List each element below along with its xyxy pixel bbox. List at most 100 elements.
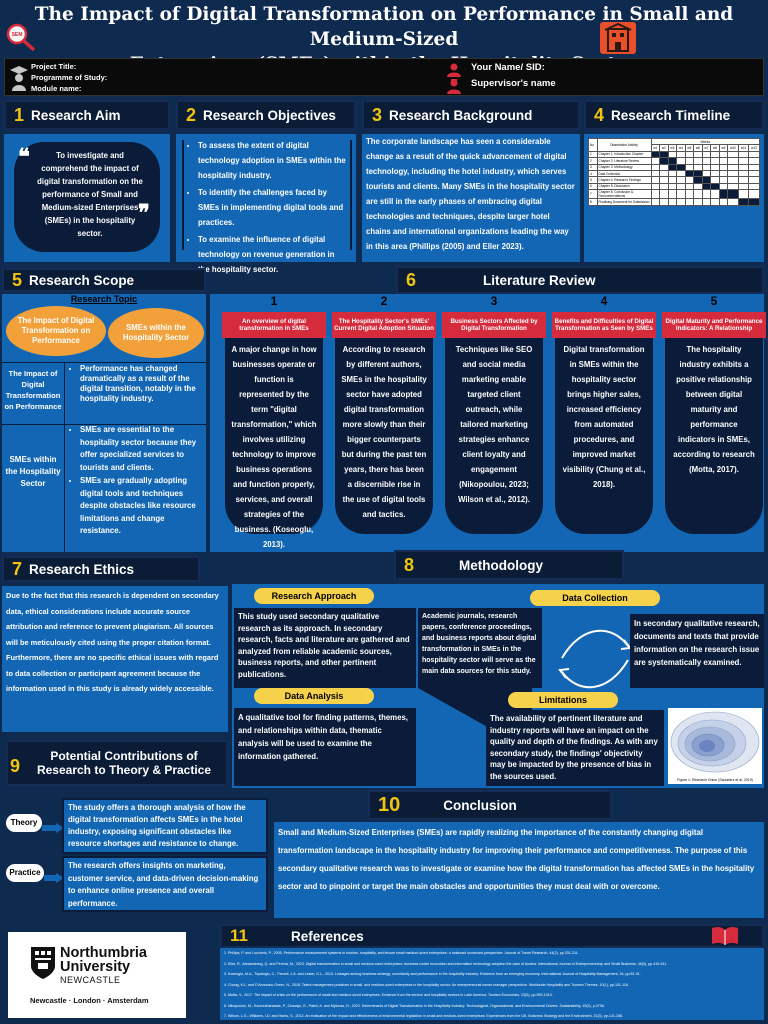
module-label: Module name:: [31, 84, 82, 93]
objectives-list: To assess the extent of digital technolo…: [186, 138, 348, 277]
graduate-icon: [9, 62, 29, 96]
literature-col-text: The hospitality industry exhibits a posi…: [665, 338, 763, 534]
timeline-header: 4 Research Timeline: [584, 100, 764, 130]
literature-col-text: Digital transformation in SMEs within th…: [555, 338, 653, 534]
limitations-label: Limitations: [508, 692, 618, 708]
ethics-text: Due to the fact that this research is de…: [6, 591, 219, 693]
ethics-title: Research Ethics: [29, 561, 135, 577]
reference-item: 4. Chung, K.L. and D'Annunzio-Green, N.,…: [224, 982, 629, 987]
ethics-number: 7: [12, 558, 23, 579]
student-name-label: Your Name/ SID:: [471, 62, 545, 73]
aim-panel: ❝ ❞ To investigate and comprehend the im…: [4, 134, 170, 262]
literature-col-number: 5: [710, 294, 718, 308]
reference-item: 1. Phillips, P. and Louvieris, P., 2005.…: [224, 951, 579, 955]
reference-item: 7. Wilson, L.G., Williams, I.D. and Harr…: [224, 1014, 624, 1018]
background-title: Research Background: [389, 107, 533, 123]
timeline-empty-cell: [737, 182, 750, 191]
data-collection-label: Data Collection: [530, 590, 660, 606]
ethics-header: 7 Research Ethics: [2, 556, 200, 582]
objective-item: To assess the extent of digital technolo…: [198, 138, 348, 183]
scope-oval-smes: SMEs within the Hospitality Sector: [108, 308, 204, 358]
aim-text: To investigate and comprehend the impact…: [37, 151, 143, 238]
objective-item: To identify the challenges faced by SMEs…: [198, 185, 348, 230]
project-title-label: Project Title:: [31, 62, 77, 71]
timeline-row-activity: Chapter 5: Discussion: [596, 182, 652, 191]
data-analysis-text: A qualitative tool for finding patterns,…: [234, 708, 416, 786]
practice-label: Practice: [6, 864, 44, 882]
timeline-row-no: 8: [588, 198, 598, 206]
timeline-empty-cell: [676, 189, 686, 200]
timeline-head-activity: Dissertation Activity: [596, 138, 652, 152]
student-icon: [445, 62, 463, 81]
reference-item: 3. Koseoglu, M.A., Topaloglu, C., Parnel…: [224, 972, 641, 976]
supervisor-icon: [445, 78, 463, 98]
aim-header: 1 Research Aim: [4, 100, 170, 130]
conclusion-text: Small and Medium-Sized Enterprises (SMEs…: [278, 828, 755, 891]
practice-arrow-icon: [44, 868, 64, 887]
reference-item: 5. Motta, V., 2017. The impact of crisis…: [224, 993, 553, 997]
scope-table: [2, 362, 206, 552]
objective-item: To examine the influence of digital tech…: [198, 232, 348, 277]
references-list: 1. Phillips, P. and Louvieris, P., 2005.…: [224, 948, 760, 1022]
timeline-bar-cell: [737, 198, 750, 206]
references-title: References: [290, 928, 364, 944]
data-sources-text: Academic journals, research papers, conf…: [418, 608, 542, 688]
timeline-empty-cell: [684, 198, 695, 206]
theory-label: Theory: [6, 814, 42, 832]
digital-search-icon: SEM: [4, 22, 38, 52]
university-name-line3: NEWCASTLE: [60, 975, 121, 985]
scope-row2-item: SMEs are essential to the hospitality se…: [80, 424, 204, 474]
scope-topic: Research Topic: [70, 294, 138, 304]
university-crest-icon: [30, 946, 56, 984]
literature-number: 6: [406, 269, 417, 290]
literature-col-heading: An overview of digital transformation in…: [222, 312, 326, 338]
timeline-empty-cell: [701, 189, 712, 200]
literature-col-heading: Digital Maturity and Performance Indicat…: [662, 312, 766, 338]
data-analysis-label: Data Analysis: [254, 688, 374, 704]
scope-panel: Research Topic The Impact of Digital Tra…: [2, 294, 206, 552]
scope-row2-item: SMEs are gradually adopting digital tool…: [80, 475, 204, 538]
references-number: 11: [230, 926, 248, 945]
aim-bubble: [14, 142, 160, 252]
timeline-empty-cell: [748, 182, 760, 191]
literature-panel: 1 An overview of digital transformation i…: [210, 294, 766, 552]
timeline-bar-cell: [727, 189, 739, 200]
timeline-empty-cell: [718, 198, 729, 206]
scope-table-divider: [64, 362, 65, 552]
programme-label: Programme of Study:: [31, 73, 108, 82]
scope-table-row-divider: [2, 424, 206, 425]
practice-text: The research offers insights on marketin…: [62, 856, 268, 912]
contributions-number: 9: [10, 756, 21, 776]
conclusion-panel: Small and Medium-Sized Enterprises (SMEs…: [274, 822, 764, 918]
scope-row1-item: Performance has changed dramatically as …: [80, 364, 204, 404]
timeline-bar-cell: [718, 189, 729, 200]
limitations-text: The availability of pertinent literature…: [486, 710, 664, 786]
theory-text: The study offers a thorough analysis of …: [62, 798, 268, 854]
project-meta-bar: Project Title: Programme of Study: Modul…: [4, 58, 764, 96]
timeline-empty-cell: [710, 189, 720, 200]
timeline-empty-cell: [667, 198, 678, 206]
scope-title: Research Scope: [29, 272, 135, 288]
literature-header: 6 Literature Review: [396, 266, 764, 294]
literature-col-text: According to research by different autho…: [335, 338, 433, 534]
svg-text:SEM: SEM: [12, 32, 23, 38]
objectives-panel: To assess the extent of digital technolo…: [176, 134, 356, 274]
literature-col-number: 1: [270, 294, 278, 308]
data-collection-text: In secondary qualitative research, docum…: [630, 614, 764, 688]
research-onion-caption: Figure 1: Research Onion (Saunders et al…: [677, 778, 753, 782]
aim-title: Research Aim: [31, 107, 121, 123]
literature-col-number: 2: [380, 294, 388, 308]
timeline-title: Research Timeline: [611, 107, 731, 123]
timeline-empty-cell: [748, 189, 760, 200]
scope-row2-label: SMEs within the Hospitality Sector: [5, 455, 61, 488]
research-approach-text: This study used secondary qualitative re…: [234, 608, 416, 688]
objectives-bracket-right: [348, 140, 352, 250]
scope-row1-label: The Impact of Digital Transformation on …: [4, 369, 62, 411]
university-name-line1: Northumbria: [60, 945, 147, 961]
